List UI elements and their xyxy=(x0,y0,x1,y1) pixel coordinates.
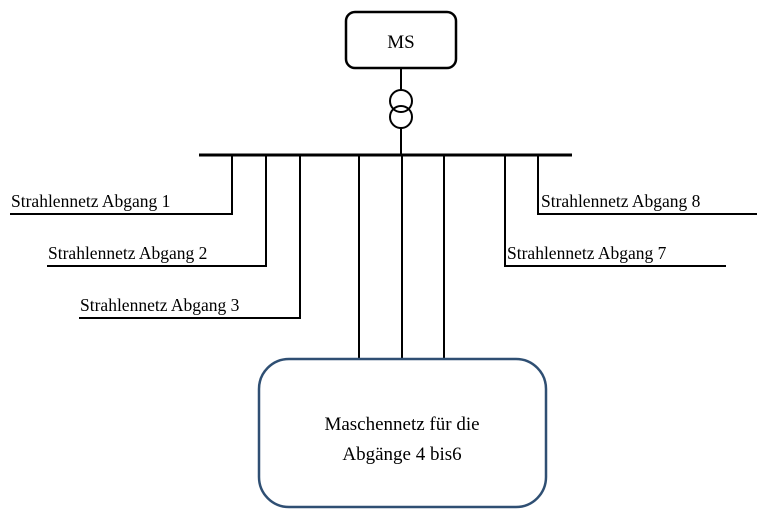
feeder-8: Strahlennetz Abgang 8 xyxy=(537,155,757,215)
feeder-7-label: Strahlennetz Abgang 7 xyxy=(507,243,667,263)
mesh-network-label-line1: Maschennetz für die xyxy=(324,414,479,435)
feeder-7: Strahlennetz Abgang 7 xyxy=(504,155,726,267)
feeder-2: Strahlennetz Abgang 2 xyxy=(47,155,267,267)
ms-label: MS xyxy=(387,32,414,53)
mesh-feeders xyxy=(358,155,445,359)
feeder-2-label: Strahlennetz Abgang 2 xyxy=(48,243,207,263)
feeder-1: Strahlennetz Abgang 1 xyxy=(10,155,233,215)
mesh-network-label-line2: Abgänge 4 bis6 xyxy=(342,444,461,465)
feeder-3-label: Strahlennetz Abgang 3 xyxy=(80,295,240,315)
feeder-3: Strahlennetz Abgang 3 xyxy=(79,155,301,319)
transformer-icon xyxy=(389,89,413,129)
feeder-8-label: Strahlennetz Abgang 8 xyxy=(541,191,701,211)
mesh-network-box xyxy=(257,357,548,509)
feeder-1-label: Strahlennetz Abgang 1 xyxy=(11,191,170,211)
